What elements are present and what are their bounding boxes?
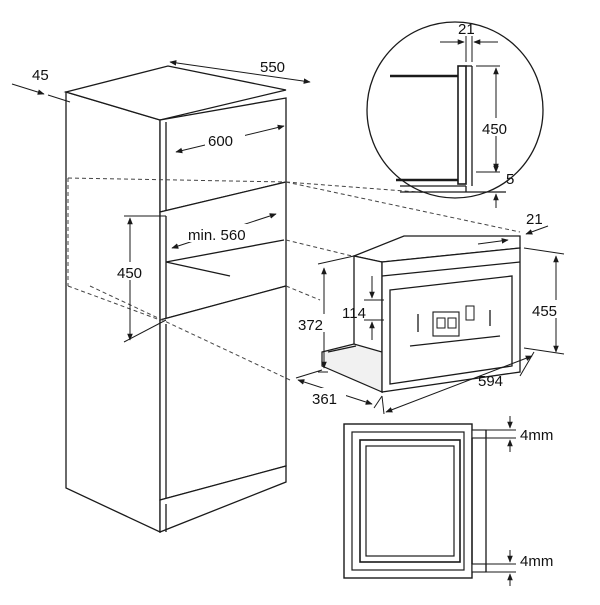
dim-appliance-body-height: 372 [296, 255, 355, 373]
dim-cabinet-depth-gap: 45 [11, 67, 71, 103]
label-appliance-depth: 361 [312, 391, 337, 408]
dim-appliance-step: 114 [342, 276, 384, 340]
cabinet-lower-door [159, 285, 287, 501]
label-niche-width: min. 560 [188, 227, 246, 244]
label-appliance-offset: 21 [526, 211, 543, 228]
cabinet-plinth [159, 465, 287, 533]
detail-outline [366, 21, 544, 199]
dim-detail-height: 450 [476, 65, 516, 173]
label-detail-offset: 21 [458, 21, 475, 38]
label-top-gap: 4mm [520, 427, 553, 444]
dim-bottom-gap: 4mm [486, 550, 553, 586]
tall-cabinet [63, 65, 287, 534]
dim-appliance-offset: 21 [477, 211, 549, 245]
label-bottom-gap: 4mm [520, 553, 553, 570]
section-appliance [359, 439, 461, 563]
projection-lines [67, 177, 521, 381]
dim-detail-gap: 5 [493, 160, 514, 208]
dim-appliance-depth: 361 [295, 369, 383, 409]
dim-niche-width: min. 560 [171, 213, 277, 249]
dim-detail-offset: 21 [440, 21, 498, 62]
section-view [343, 423, 487, 579]
cabinet-side-panel [65, 91, 161, 534]
label-niche-height: 450 [117, 265, 142, 282]
label-cabinet-depth-gap: 45 [32, 67, 49, 84]
label-appliance-step: 114 [342, 305, 366, 322]
dim-appliance-width: 594 [381, 351, 535, 415]
coffee-nozzle [465, 305, 475, 321]
detail-front-panel [457, 65, 467, 185]
label-cabinet-depth: 550 [260, 59, 285, 76]
detail-circle [366, 21, 544, 199]
dim-appliance-height: 455 [523, 247, 566, 355]
label-appliance-height: 455 [532, 303, 557, 320]
dim-cabinet-depth: 550 [169, 59, 311, 84]
section-top-trim [471, 429, 487, 439]
dim-cabinet-width: 600 [175, 124, 285, 154]
section-bottom-trim [471, 563, 487, 573]
label-appliance-body-height: 372 [298, 317, 323, 334]
label-appliance-width: 594 [478, 373, 503, 390]
dim-top-gap: 4mm [486, 416, 553, 452]
label-detail-height: 450 [482, 121, 507, 138]
dim-niche-height: 450 [115, 215, 167, 343]
label-cabinet-width: 600 [208, 133, 233, 150]
label-detail-gap: 5 [506, 171, 514, 188]
